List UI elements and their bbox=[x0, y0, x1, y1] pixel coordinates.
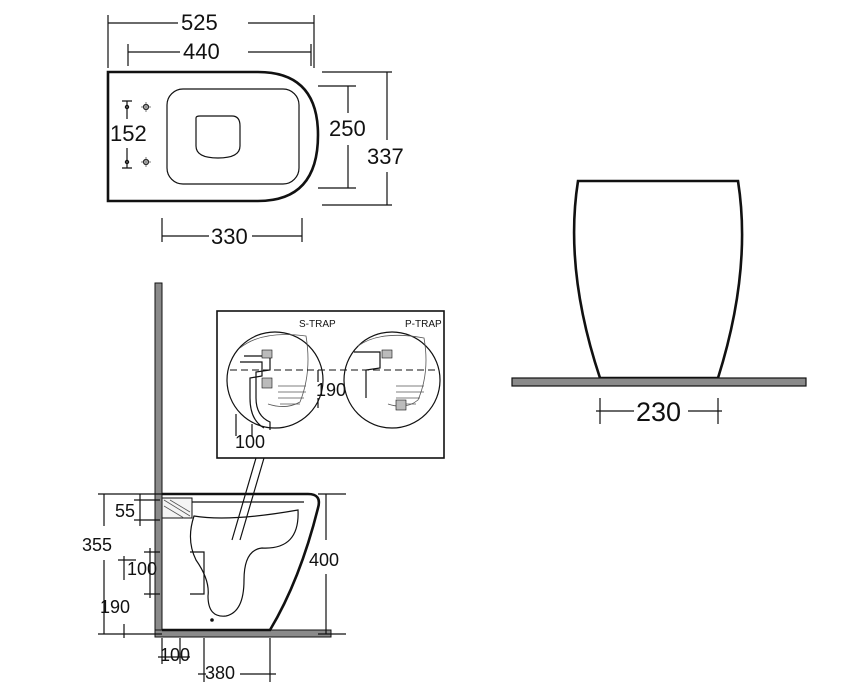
dim-152-label: 152 bbox=[110, 121, 147, 146]
p-trap-label: P-TRAP bbox=[405, 319, 442, 330]
dim-100-inset: 100 bbox=[235, 414, 265, 452]
dim-330: 330 bbox=[161, 218, 303, 249]
dim-190-inset: 190 bbox=[316, 370, 346, 408]
floor-line-front bbox=[511, 377, 807, 387]
dim-440: 440 bbox=[127, 39, 312, 66]
dim-100-inlet-label: 100 bbox=[127, 559, 157, 579]
dim-55-label: 55 bbox=[115, 501, 135, 521]
front-view: 230 bbox=[511, 179, 807, 427]
dim-152: 152 bbox=[110, 100, 147, 169]
side-pan-outline bbox=[162, 492, 321, 632]
dim-337-label: 337 bbox=[367, 144, 404, 169]
side-view: 355 55 100 190 400 100 380 bbox=[82, 282, 346, 683]
s-trap-detail: S-TRAP bbox=[226, 319, 336, 430]
dim-525: 525 bbox=[107, 10, 315, 68]
dim-100-wall: 100 bbox=[158, 638, 190, 665]
plan-bowl bbox=[166, 88, 300, 185]
plan-view: 525 440 152 250 337 330 bbox=[106, 10, 404, 249]
dim-525-label: 525 bbox=[181, 10, 218, 35]
dim-355: 355 bbox=[82, 493, 162, 635]
dim-230: 230 bbox=[596, 397, 722, 427]
dim-250: 250 bbox=[318, 85, 366, 189]
dim-100-wall-label: 100 bbox=[160, 645, 190, 665]
dim-190: 190 bbox=[100, 556, 136, 638]
dim-400: 400 bbox=[309, 493, 346, 635]
dim-100-inlet: 100 bbox=[127, 548, 160, 598]
plan-pan-outline bbox=[106, 70, 320, 203]
dim-380-label: 380 bbox=[205, 663, 235, 683]
plan-seat bbox=[195, 115, 241, 159]
s-trap-label: S-TRAP bbox=[299, 319, 336, 330]
dim-330-label: 330 bbox=[211, 224, 248, 249]
dim-55: 55 bbox=[115, 494, 160, 526]
p-trap-detail: P-TRAP bbox=[343, 319, 442, 429]
dim-190-label: 190 bbox=[100, 597, 130, 617]
front-pan-outline bbox=[572, 179, 744, 380]
dim-400-label: 400 bbox=[309, 550, 339, 570]
dim-250-label: 250 bbox=[329, 116, 366, 141]
dim-355-label: 355 bbox=[82, 535, 112, 555]
trap-inset: S-TRAP P-TRAP 190 100 bbox=[216, 310, 445, 459]
callout-leader bbox=[231, 457, 265, 541]
dim-190-inset-label: 190 bbox=[316, 380, 346, 400]
dim-440-label: 440 bbox=[183, 39, 220, 64]
dim-337: 337 bbox=[322, 71, 404, 206]
wall bbox=[154, 282, 163, 635]
side-bowl-interior bbox=[189, 509, 299, 617]
dim-380: 380 bbox=[198, 638, 276, 683]
dim-100-inset-label: 100 bbox=[235, 432, 265, 452]
dim-230-label: 230 bbox=[636, 397, 681, 427]
